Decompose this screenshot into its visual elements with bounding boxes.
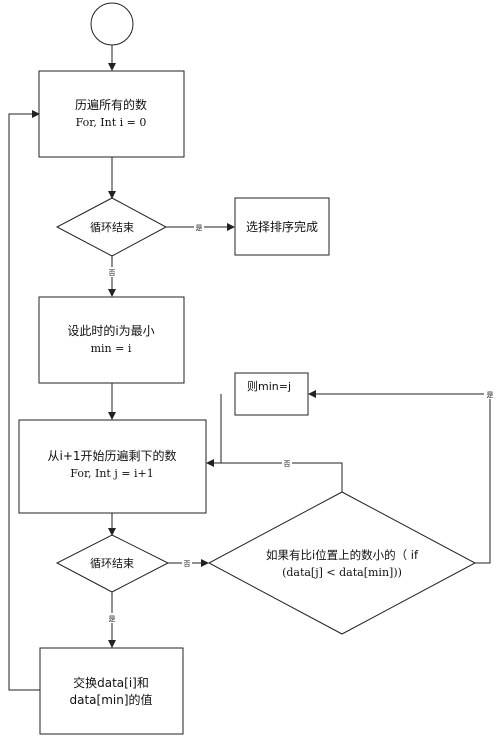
edge-label-d3-yes: 是: [487, 391, 494, 399]
traverse-all-code: For, Int i = 0: [76, 116, 147, 129]
process-box-set-min: 设此时的i为最小 min = i: [38, 296, 185, 384]
set-min-code: min = i: [91, 342, 132, 355]
decision-inner-label: 循环结束: [90, 557, 134, 570]
swap-label-line1: 交换data[i]和: [73, 675, 149, 690]
swap-label-line2: data[min]的值: [69, 692, 152, 707]
traverse-all-label: 历遍所有的数: [75, 97, 147, 112]
decision-loop-end-inner: 循环结束: [55, 534, 170, 593]
edge-swap-loop-back: [8, 110, 40, 691]
traverse-rest-label: 从i+1开始历遍剩下的数: [47, 448, 176, 463]
set-min-label: 设此时的i为最小: [67, 323, 154, 338]
sort-complete-label: 选择排序完成: [246, 219, 318, 234]
compare-condition-label: 如果有比i位置上的数小的（ if: [266, 548, 419, 562]
edge-decision3-no: [206, 459, 343, 492]
edge-label-d2-yes: 是: [109, 615, 116, 623]
start-node: [90, 2, 134, 46]
edge-label-d2-no: 否: [184, 560, 191, 568]
process-box-traverse-all: 历遍所有的数 For, Int i = 0: [38, 70, 185, 158]
decision-compare-smaller: 如果有比i位置上的数小的（ if (data[j] < data[min])): [207, 491, 477, 635]
edge-label-d1-yes: 是: [196, 224, 203, 232]
process-box-swap: 交换data[i]和 data[min]的值: [39, 647, 184, 735]
traverse-rest-code: For, Int j = i+1: [70, 467, 153, 480]
edge-label-d1-no: 否: [109, 269, 116, 277]
process-box-sort-complete: 选择排序完成: [234, 197, 330, 256]
process-box-traverse-rest: 从i+1开始历遍剩下的数 For, Int j = i+1: [18, 419, 207, 514]
process-box-min-equals-j: 则min=j: [234, 372, 309, 416]
decision-loop-end-outer: 循环结束: [55, 197, 168, 257]
min-equals-j-label: 则min=j: [247, 380, 291, 393]
decision-outer-label: 循环结束: [90, 221, 134, 234]
edge-label-d3-no: 否: [284, 460, 291, 468]
compare-condition-code: (data[j] < data[min])): [282, 566, 402, 579]
edge-decision3-yes: [308, 390, 491, 564]
